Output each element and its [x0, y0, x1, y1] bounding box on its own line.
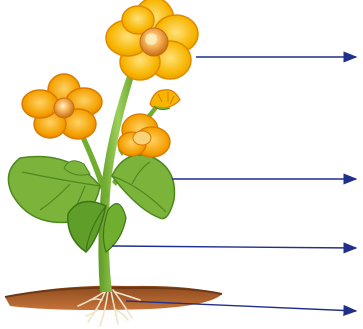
flower-bud [150, 90, 180, 110]
flower-top [106, 0, 198, 80]
flower-side [118, 114, 170, 157]
leaves [8, 155, 174, 252]
arrow-stem [112, 246, 356, 248]
flower-left [22, 74, 102, 139]
